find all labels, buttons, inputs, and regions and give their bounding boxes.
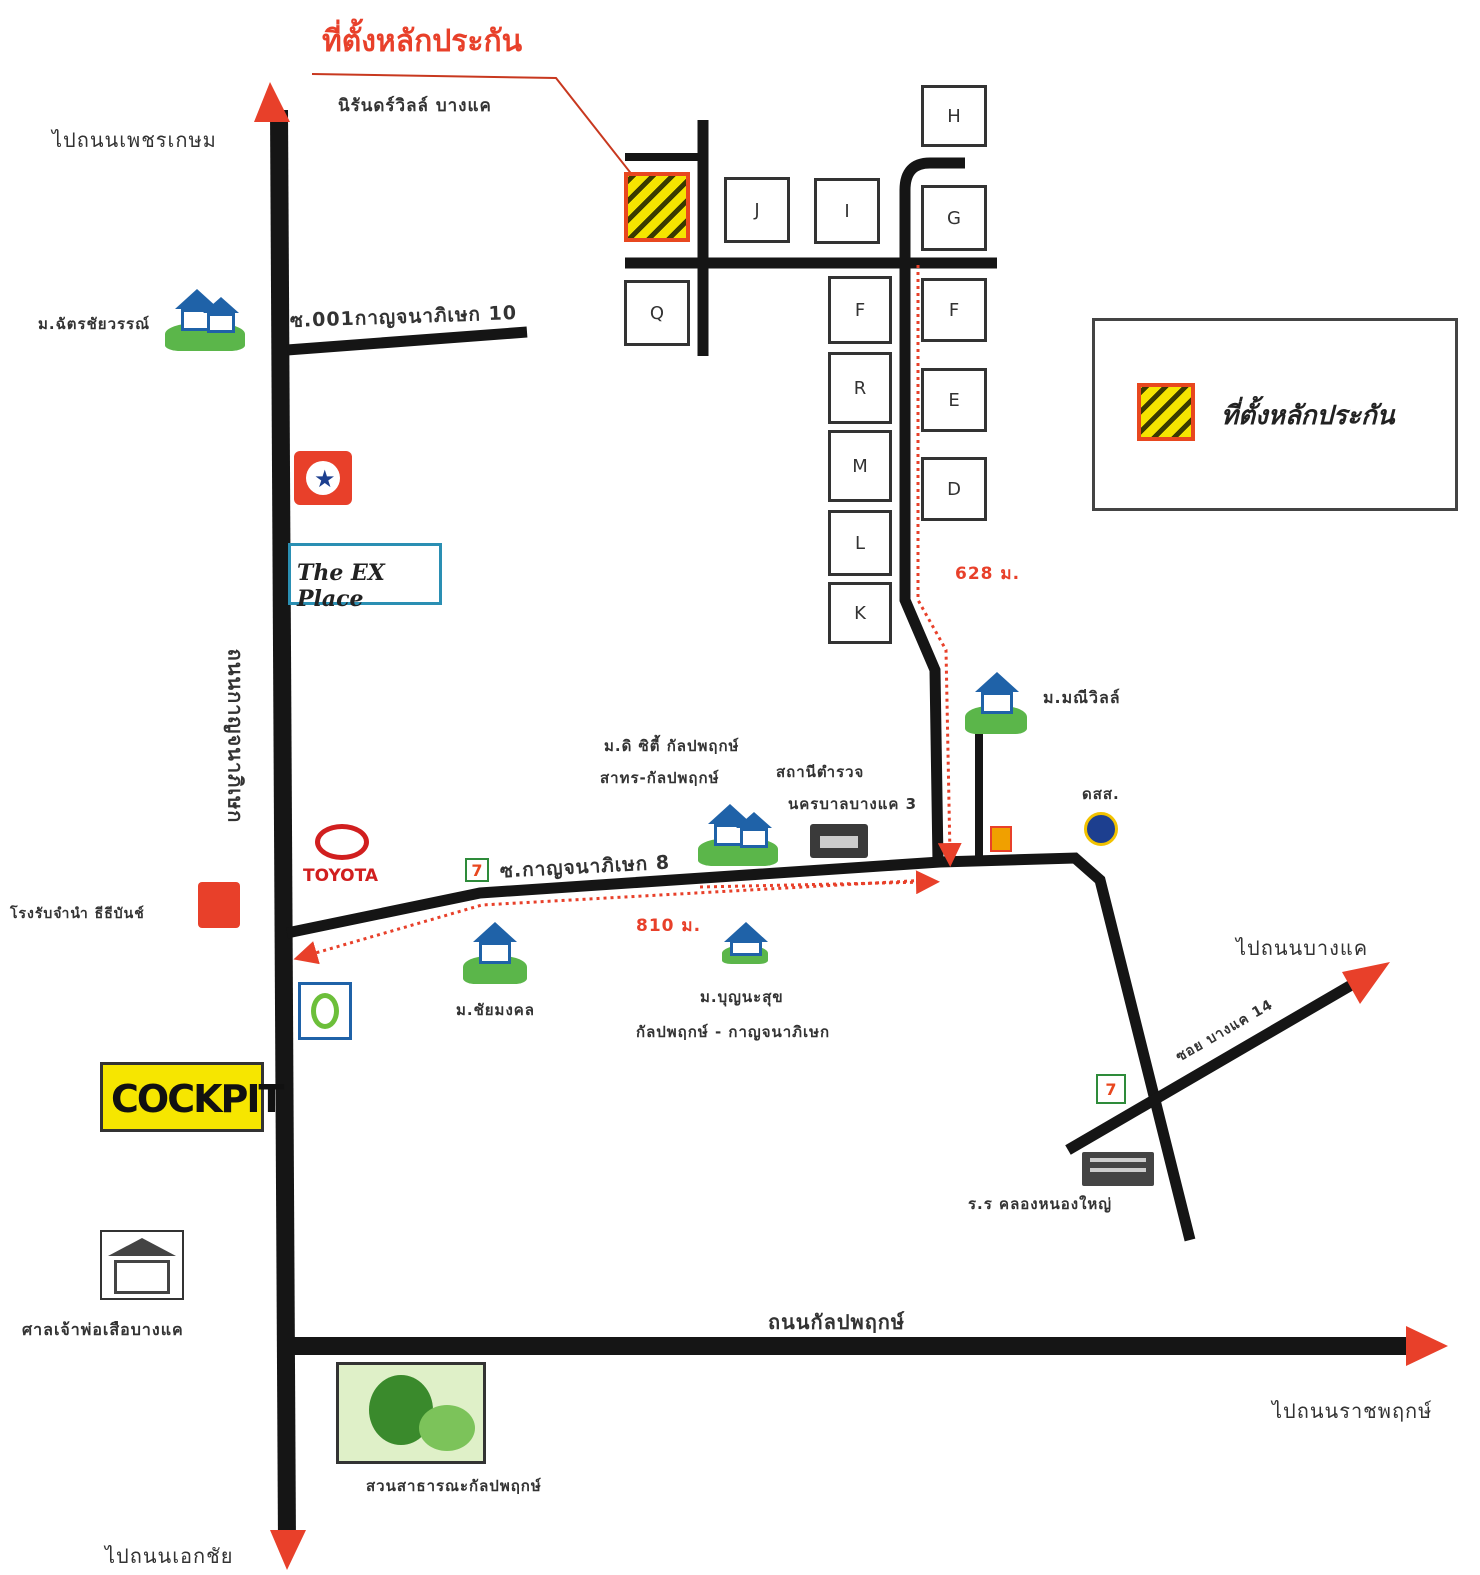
label-mu-boonsoo: ม.บุญนะสุข: [700, 988, 784, 1006]
legend-swatch: [1137, 383, 1195, 441]
road-soi-8: [285, 852, 1196, 1242]
label-park: สวนสาธารณะกัลปพฤกษ์: [366, 1477, 542, 1495]
label-station-sub: นครบาลบางแค 3: [788, 795, 918, 813]
label-shrine: ศาลเจ้าพ่อเสือบางแค: [22, 1320, 184, 1339]
plot-l: L: [828, 510, 892, 576]
road-label-kanchanaphisek: ถนนกาญจนาภิเษก: [223, 648, 248, 824]
cockpit-logo: COCKPIT: [100, 1062, 284, 1132]
plot-d: D: [921, 457, 987, 521]
plot-g: G: [921, 185, 987, 251]
house-icon-boonsoo: [722, 918, 768, 964]
shop-icon: [990, 826, 1012, 852]
arrow-north: [254, 82, 290, 122]
park-icon: [336, 1362, 486, 1464]
label-school: ร.ร คลองหนองใหญ่: [968, 1195, 1113, 1213]
station-icon: [810, 824, 868, 858]
house-icon-chuamongkol: [463, 918, 527, 984]
label-mu-monee: ม.มณีวิลล์: [1043, 688, 1121, 707]
title-pointer: [311, 73, 645, 191]
house-icon-city: [698, 800, 778, 866]
label-mu-chuamongkol: ม.ชัยมงคล: [456, 1001, 535, 1019]
shrine-icon: [100, 1230, 184, 1300]
arrow-east: [1406, 1326, 1448, 1366]
legend-label: ที่ตั้งหลักประกัน: [1221, 401, 1395, 431]
road-label-kalpaphruek: ถนนกัลปพฤกษ์: [768, 1310, 906, 1334]
plot-i: I: [814, 178, 880, 244]
label-pawnshop: โรงรับจำนำ ธีธีบันช์: [10, 906, 145, 922]
label-mu-city-sub: สาทร-กัลปพฤกษ์: [600, 769, 720, 787]
project-name: นิรันดร์วิลล์ บางแค: [338, 96, 492, 116]
toyota-text: TOYOTA: [303, 866, 379, 886]
label-mu-chatchai: ม.ฉัตรชัยวรรณ์: [38, 315, 151, 333]
dept-emblem-icon: [1084, 812, 1118, 846]
route-810: [293, 878, 929, 965]
plot-e: E: [921, 368, 987, 432]
road-kanchanaphisek: [270, 109, 296, 1546]
road-soi-bangkhae: [1065, 975, 1363, 1155]
plot-q: Q: [624, 280, 690, 346]
direction-south: ไปถนนเอกชัย: [105, 1544, 234, 1568]
direction-kalpaphruek: ไปถนนราชพฤกษ์: [1272, 1399, 1433, 1423]
arrow-south: [270, 1530, 306, 1570]
pawnshop-icon: [198, 882, 240, 928]
plot-j: J: [724, 177, 790, 243]
direction-bangkhae: ไปถนนบางแค: [1236, 936, 1369, 960]
plot-h: H: [921, 85, 987, 147]
road-soi-001: [286, 326, 528, 356]
explace-logo: The EX Place: [288, 543, 442, 612]
plot-r: R: [828, 352, 892, 424]
route-810-head: [699, 870, 940, 895]
map-title: ที่ตั้งหลักประกัน: [322, 24, 523, 59]
seven-eleven-icon: 7: [465, 858, 489, 882]
seven-eleven-icon-2: 7: [1096, 1074, 1126, 1104]
plot-m: M: [828, 430, 892, 502]
direction-north: ไปถนนเพชรเกษม: [52, 128, 217, 152]
label-mu-boonsoo-sub: กัลปพฤกษ์ - กาญจนาภิเษก: [636, 1023, 831, 1041]
explace-text: The EX Place: [297, 560, 385, 612]
ptt-icon: [298, 982, 352, 1040]
cockpit-text: COCKPIT: [111, 1077, 284, 1121]
plot-f-right: F: [921, 278, 987, 342]
label-mu-city: ม.ดิ ซิตี้ กัลปพฤกษ์: [604, 737, 740, 755]
distance-810: 810 ม.: [636, 916, 702, 936]
school-icon: [1082, 1152, 1154, 1186]
label-dept: ดสส.: [1082, 785, 1120, 803]
house-icon-monee: [965, 668, 1027, 734]
toyota-logo: TOYOTA: [303, 824, 383, 894]
legend-box: ที่ตั้งหลักประกัน: [1092, 318, 1458, 511]
plot-f-left: F: [828, 276, 892, 344]
caltex-icon: ★: [294, 451, 352, 505]
collateral-location: [624, 172, 690, 242]
plot-k: K: [828, 582, 892, 644]
distance-628: 628 ม.: [955, 564, 1021, 584]
house-icon-chatchai: [165, 285, 245, 351]
arrow-bangkhae: [1342, 962, 1390, 1004]
road-branch-north: [899, 157, 965, 863]
label-station: สถานีตำรวจ: [776, 763, 865, 781]
